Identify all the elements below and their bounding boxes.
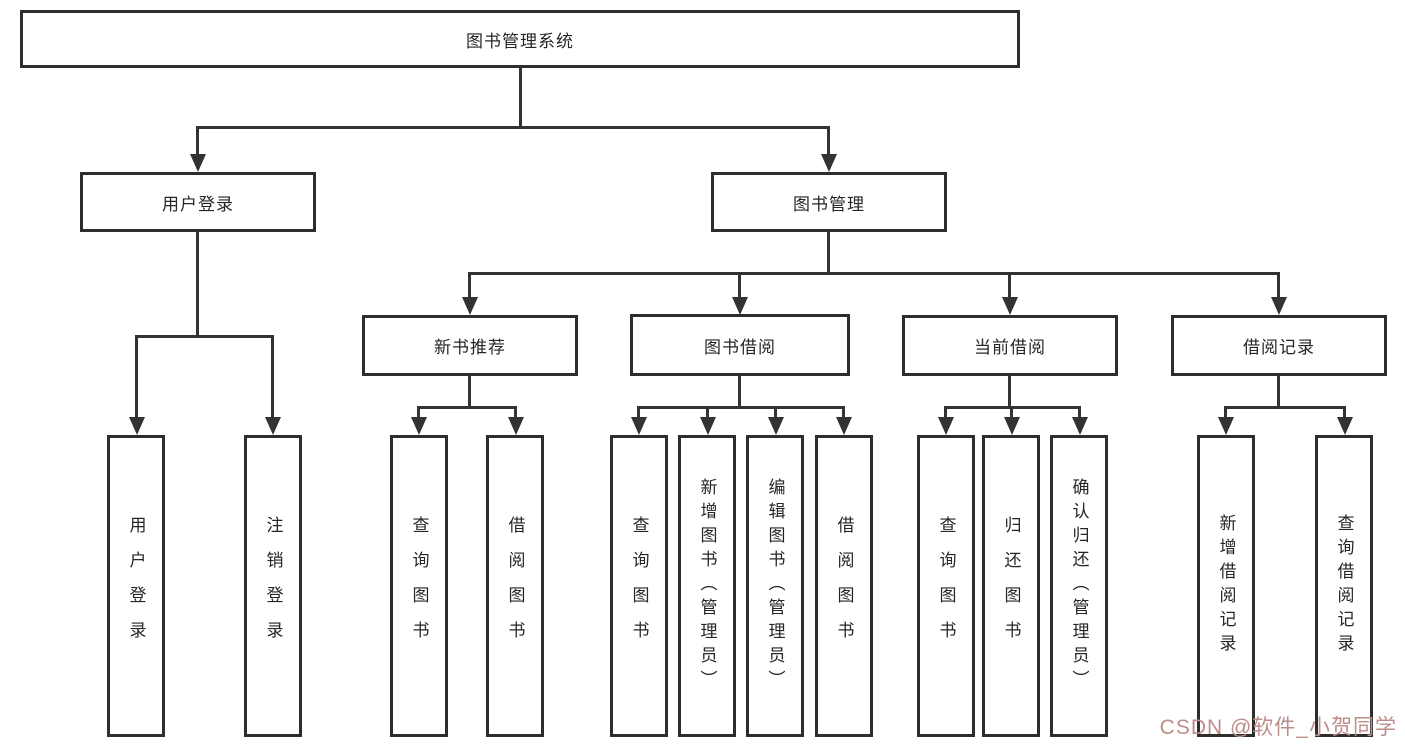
connector-line [1224, 406, 1346, 409]
node-borrowing-records: 借阅记录 [1171, 315, 1387, 376]
connector-arrow [410, 408, 427, 435]
node-current-borrowing: 当前借阅 [902, 315, 1118, 376]
connector-arrow [820, 128, 837, 172]
connector-arrow [731, 274, 748, 315]
connector-arrow [507, 408, 524, 435]
connector-line [196, 230, 199, 338]
connector-arrow [1270, 274, 1287, 315]
connector-line [519, 66, 522, 128]
connector-line [196, 126, 830, 129]
connector-arrow [630, 408, 647, 435]
connector-arrow [1071, 408, 1088, 435]
connector-arrow [835, 408, 852, 435]
connector-line [1008, 374, 1011, 409]
connector-arrow [937, 408, 954, 435]
connector-arrow [189, 128, 206, 172]
node-library-management-system: 图书管理系统 [20, 10, 1020, 68]
connector-line [738, 374, 741, 409]
node-borrow-books: 借阅图书 [815, 435, 873, 737]
node-return-books: 归还图书 [982, 435, 1040, 737]
node-new-book-recommendation: 新书推荐 [362, 315, 578, 376]
connector-arrow [128, 337, 145, 435]
connector-arrow [699, 408, 716, 435]
connector-line [827, 230, 830, 275]
node-query-books: 查询图书 [390, 435, 448, 737]
connector-arrow [461, 274, 478, 315]
node-book-borrowing: 图书借阅 [630, 314, 850, 376]
connector-arrow [1001, 274, 1018, 315]
connector-line [944, 406, 1081, 409]
connector-line [1277, 374, 1280, 409]
connector-arrow [264, 337, 281, 435]
node-borrow-books: 借阅图书 [486, 435, 544, 737]
node-user-login-module: 用户登录 [80, 172, 316, 232]
node-query-borrow-record: 查询借阅记录 [1315, 435, 1373, 737]
node-user-login: 用户登录 [107, 435, 165, 737]
node-book-management-module: 图书管理 [711, 172, 947, 232]
connector-line [468, 272, 1280, 275]
node-query-books: 查询图书 [917, 435, 975, 737]
connector-arrow [767, 408, 784, 435]
node-add-borrow-record: 新增借阅记录 [1197, 435, 1255, 737]
connector-line [468, 374, 471, 409]
connector-arrow [1217, 408, 1234, 435]
connector-line [417, 406, 517, 409]
connector-arrow [1003, 408, 1020, 435]
connector-line [135, 335, 274, 338]
connector-line [637, 406, 845, 409]
node-add-books-admin: 新增图书（管理员） [678, 435, 736, 737]
node-edit-books-admin: 编辑图书（管理员） [746, 435, 804, 737]
node-query-books: 查询图书 [610, 435, 668, 737]
node-logout: 注销登录 [244, 435, 302, 737]
csdn-watermark: CSDN @软件_小贺同学 [1159, 716, 1397, 739]
node-confirm-return-admin: 确认归还（管理员） [1050, 435, 1108, 737]
connector-arrow [1336, 408, 1353, 435]
